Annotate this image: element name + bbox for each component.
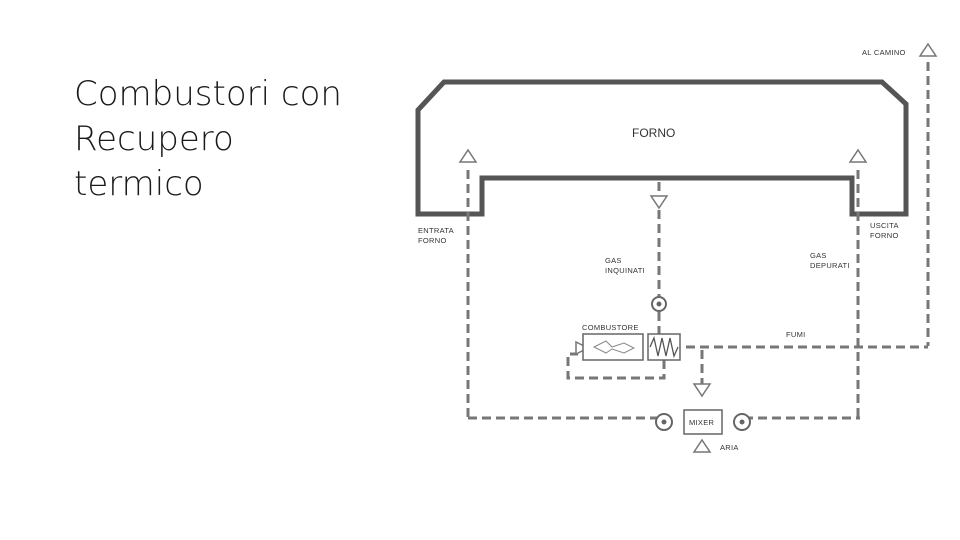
arrow-up-entrata — [458, 148, 478, 163]
fan-gas-hub — [656, 301, 662, 307]
label-combustore: COMBUSTORE — [582, 323, 639, 332]
duct-recirculation — [566, 352, 666, 380]
label-aria: ARIA — [720, 443, 739, 452]
arrow-down-gas — [649, 195, 669, 210]
label-fumi: FUMI — [786, 330, 806, 339]
fan-mixer-right-hub — [739, 419, 745, 425]
label-gas-depurati-1: GAS — [810, 251, 827, 260]
title-line-1: Combustori con — [74, 74, 342, 114]
label-forno: FORNO — [632, 126, 675, 140]
furnace-outline — [415, 79, 909, 217]
arrow-up-aria — [692, 438, 712, 453]
label-gas-inquinati-1: GAS — [605, 256, 622, 265]
label-entrata-1: ENTRATA — [418, 226, 454, 235]
heat-exchanger-coil — [649, 335, 679, 359]
title-line-2: Recupero — [74, 119, 234, 159]
title-line-3: termico — [74, 164, 204, 204]
fan-mixer-left-hub — [661, 419, 667, 425]
label-mixer: MIXER — [689, 418, 715, 427]
label-gas-depurati-2: DEPURATI — [810, 261, 850, 270]
slide-title: Combustori con Recupero termico — [74, 72, 342, 207]
mixer-box — [683, 409, 723, 435]
arrow-up-uscita — [848, 148, 868, 163]
combustore-flame — [592, 340, 636, 354]
label-al-camino: AL CAMINO — [862, 48, 906, 57]
arrow-right-combustore — [575, 340, 590, 356]
arrow-down-mixer — [692, 383, 712, 398]
label-uscita-1: USCITA — [870, 221, 899, 230]
label-uscita-2: FORNO — [870, 231, 899, 240]
arrow-up-camino — [918, 42, 938, 57]
label-entrata-2: FORNO — [418, 236, 447, 245]
label-gas-inquinati-2: INQUINATI — [605, 266, 645, 275]
